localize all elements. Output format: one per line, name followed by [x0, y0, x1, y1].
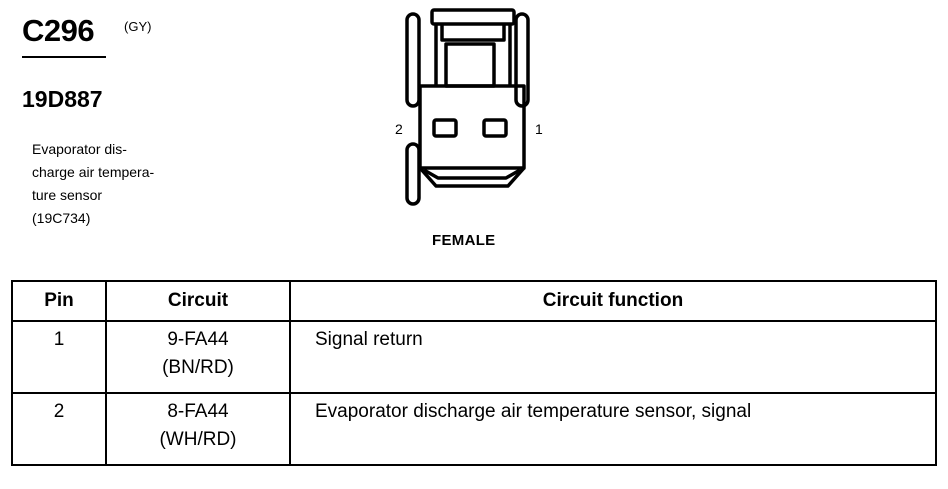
column-header-circuit: Circuit — [105, 280, 291, 322]
circuit-number: 8-FA44 — [167, 401, 229, 422]
connector-id-underline — [22, 56, 106, 58]
circuit-function-cell: Evaporator discharge air temperature sen… — [289, 392, 937, 466]
pin-number-label-right: 1 — [535, 121, 543, 137]
pin-number-label-left: 2 — [395, 121, 403, 137]
pinout-table: Pin Circuit Circuit function 1 9-FA44 (B… — [11, 280, 937, 466]
description-line: Evaporator dis- — [32, 141, 127, 157]
part-number: 19D887 — [22, 86, 103, 112]
pin-cell: 1 — [11, 320, 107, 394]
latch-arm-bottom-left — [405, 142, 421, 206]
connector-id: C296 — [22, 13, 95, 48]
lock-window — [444, 42, 496, 88]
table-header-row: Pin Circuit Circuit function — [11, 280, 937, 322]
circuit-number: 9-FA44 — [167, 329, 229, 350]
column-header-circuit-function: Circuit function — [289, 280, 937, 322]
description-line: charge air tempera- — [32, 164, 155, 180]
connector-face-diagram — [405, 8, 530, 206]
circuit-cell: 9-FA44 (BN/RD) — [105, 320, 291, 394]
lock-tab — [430, 8, 516, 26]
description-line: (19C734) — [32, 210, 91, 226]
wire-color: (BN/RD) — [162, 357, 234, 378]
connector-base — [418, 166, 526, 188]
connector-color-code: (GY) — [124, 19, 152, 34]
pin-cavity-2 — [432, 118, 458, 138]
connector-gender: FEMALE — [432, 232, 496, 249]
circuit-cell: 8-FA44 (WH/RD) — [105, 392, 291, 466]
pin-cavity-1 — [482, 118, 508, 138]
description-line: ture sensor — [32, 187, 103, 203]
column-header-pin: Pin — [11, 280, 107, 322]
lock-frame — [440, 24, 506, 42]
latch-arm-top-left — [405, 12, 421, 108]
wire-color: (WH/RD) — [159, 429, 237, 450]
component-description: Evaporator dis- charge air tempera- ture… — [32, 138, 154, 230]
pin-cell: 2 — [11, 392, 107, 466]
latch-arm-top-right — [514, 12, 530, 108]
lock-guide — [434, 24, 512, 86]
connector-base-inner — [423, 168, 521, 180]
table-row: 2 8-FA44 (WH/RD) Evaporator discharge ai… — [11, 392, 937, 466]
connector-body — [418, 84, 526, 170]
table-row: 1 9-FA44 (BN/RD) Signal return — [11, 320, 937, 394]
circuit-function-cell: Signal return — [289, 320, 937, 394]
